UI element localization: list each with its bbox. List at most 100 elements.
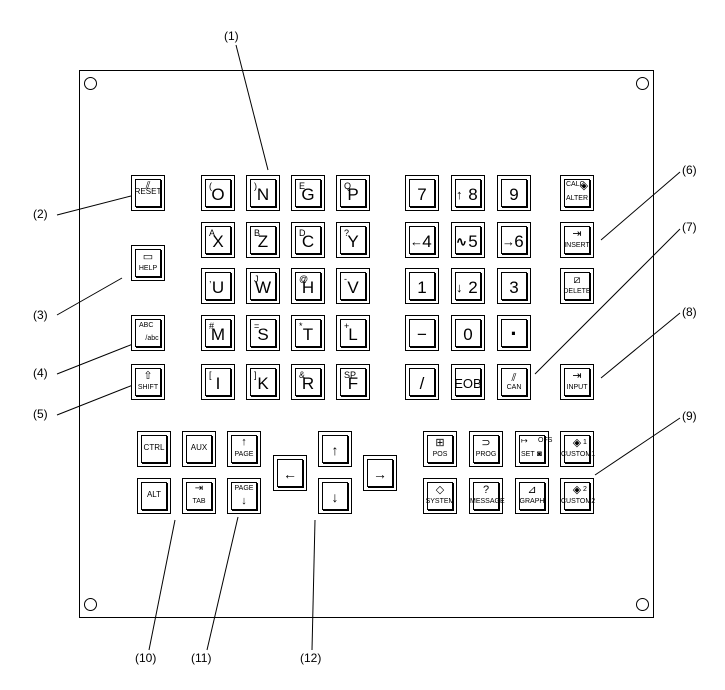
alpha-key-label: P (347, 185, 359, 204)
alpha-key[interactable]: (O (201, 175, 235, 211)
numeric-key-label: 4 (422, 232, 432, 251)
alpha-key-label: X (212, 232, 224, 251)
alpha-key-shift-label: * (299, 321, 303, 331)
alpha-key[interactable]: *T (291, 315, 325, 351)
numeric-key[interactable]: EOB (451, 364, 485, 400)
delete-key[interactable]: ⧄ DELETE (560, 268, 594, 304)
alpha-key[interactable]: ,U (201, 268, 235, 304)
numeric-key[interactable]: →6 (497, 222, 531, 258)
prog-key[interactable]: ⊃ PROG (469, 431, 503, 467)
numeric-key-label: EOB (454, 376, 482, 391)
alpha-key[interactable]: #M (201, 315, 235, 351)
alpha-key[interactable]: &R (291, 364, 325, 400)
numeric-key-label: 7 (417, 185, 427, 204)
cursor-right-key[interactable]: → (363, 455, 397, 491)
alpha-key-shift-label: , (209, 274, 212, 284)
alpha-key-shift-label: ( (209, 181, 212, 191)
alpha-key-label: L (348, 325, 358, 344)
numeric-key-arrow-icon: ↑ (456, 187, 463, 202)
mount-hole-icon (84, 77, 97, 90)
page-up-key[interactable]: ↑ PAGE (227, 431, 261, 467)
alpha-key-shift-label: D (299, 228, 306, 238)
numeric-key[interactable]: ⫽CAN (497, 364, 531, 400)
message-key[interactable]: ? MESSAGE (469, 478, 505, 514)
numeric-key[interactable]: ∿5 (451, 222, 485, 258)
alpha-key[interactable]: +L (336, 315, 370, 351)
numeric-key[interactable]: ↑8 (451, 175, 485, 211)
aux-key[interactable]: AUX (182, 431, 216, 467)
alpha-key-label: K (257, 374, 269, 393)
abc-case-key[interactable]: ABC /abc (131, 315, 165, 351)
cursor-down-key[interactable]: ↓ (318, 478, 352, 514)
shift-label: SHIFT (137, 384, 159, 391)
alpha-key[interactable]: @H (291, 268, 325, 304)
numeric-key-label: 0 (463, 325, 473, 344)
custom1-key[interactable]: ◈ 1 CUSTOM1 (560, 431, 596, 467)
alpha-key[interactable]: ?Y (336, 222, 370, 258)
custom2-number: 2 (583, 486, 587, 493)
reset-label: RESET (134, 187, 162, 196)
numeric-key[interactable]: ↓2 (451, 268, 485, 304)
alpha-key[interactable]: =S (246, 315, 280, 351)
shift-key[interactable]: ⇧ SHIFT (131, 364, 165, 400)
abc-upper-label: ABC (139, 322, 154, 329)
alpha-key-shift-label: & (299, 370, 306, 380)
pos-key[interactable]: ⊞ POS (423, 431, 457, 467)
alpha-key[interactable]: )N (246, 175, 280, 211)
alpha-key-label: O (211, 185, 225, 204)
input-key[interactable]: ⇥ INPUT (560, 364, 594, 400)
tab-key[interactable]: ⇥ TAB (182, 478, 216, 514)
alpha-key[interactable]: [I (201, 364, 235, 400)
help-label: HELP (138, 265, 158, 272)
alter-key[interactable]: CALC ◈ ALTER (560, 175, 594, 211)
callout-6: (6) (682, 163, 697, 177)
callout-1: (1) (224, 29, 239, 43)
numeric-key[interactable]: 9 (497, 175, 531, 211)
alt-key[interactable]: ALT (137, 478, 171, 514)
numeric-key-label: · (510, 321, 518, 346)
alpha-key[interactable]: -V (336, 268, 370, 304)
help-key[interactable]: ▭ HELP (131, 245, 165, 281)
numeric-key[interactable]: · (497, 315, 531, 351)
alpha-key[interactable]: ]K (246, 364, 280, 400)
offset-setting-key[interactable]: OFS ↦ SET ◙ (515, 431, 552, 467)
alpha-key-label: C (301, 232, 315, 251)
numeric-key[interactable]: / (405, 364, 439, 400)
ctrl-key[interactable]: CTRL (137, 431, 171, 467)
system-icon: ◇ (435, 484, 445, 496)
custom2-key[interactable]: ◈ 2 CUSTOM2 (560, 478, 595, 514)
reset-icon: ⫽ (145, 180, 151, 192)
cursor-left-key[interactable]: ← (273, 455, 307, 491)
reset-key[interactable]: ⫽ RESET (131, 175, 165, 211)
numeric-key-label: CAN (506, 384, 522, 391)
numeric-key[interactable]: − (405, 315, 439, 351)
alpha-key-shift-label: - (344, 274, 347, 284)
custom1-label: CUSTOM1 (561, 451, 596, 458)
numeric-key-arrow-icon: ∿ (456, 234, 467, 249)
numeric-key-arrow-icon: ← (410, 234, 423, 249)
alpha-key-shift-label: Q (344, 181, 352, 191)
cursor-up-key[interactable]: ↑ (318, 431, 352, 467)
numeric-key[interactable]: 1 (405, 268, 439, 304)
alpha-key-shift-label: # (209, 321, 215, 331)
numeric-key[interactable]: 0 (451, 315, 485, 351)
callout-11: (11) (191, 651, 212, 665)
graph-key[interactable]: ⊿ GRAPH (515, 478, 549, 514)
ctrl-label: CTRL (143, 443, 165, 452)
numeric-key[interactable]: 3 (497, 268, 531, 304)
insert-key[interactable]: ⇥ INSERT (560, 222, 594, 258)
page-down-key[interactable]: PAGE ↓ (227, 478, 261, 514)
numeric-key[interactable]: ←4 (405, 222, 439, 258)
system-key[interactable]: ◇ SYSTEM (423, 478, 457, 514)
shift-icon: ⇧ (143, 370, 153, 382)
numeric-key[interactable]: 7 (405, 175, 439, 211)
system-label: SYSTEM (425, 498, 455, 505)
alpha-key-shift-label: ) (254, 181, 257, 191)
